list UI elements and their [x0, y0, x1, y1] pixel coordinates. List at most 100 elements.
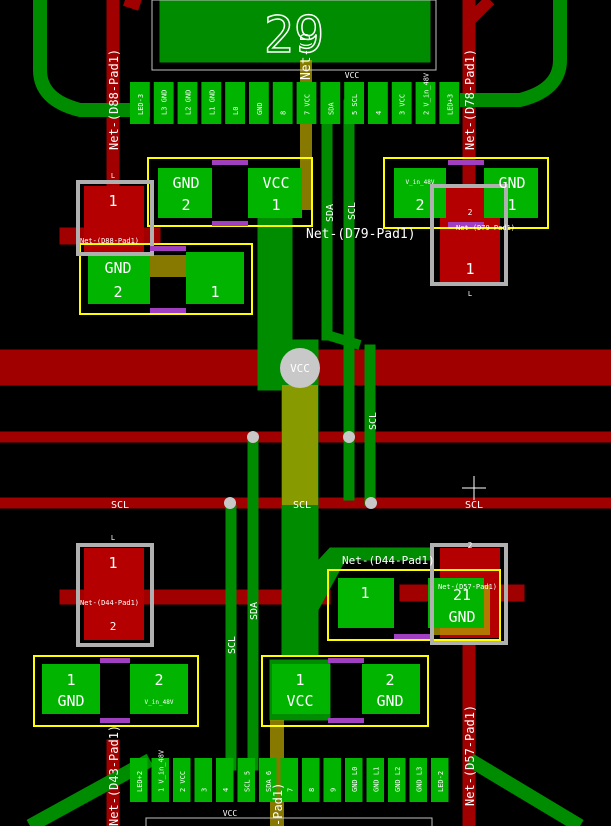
- ic-bottom-pin-pad[interactable]: [259, 758, 277, 802]
- ic-bottom-pin-pad[interactable]: [216, 758, 234, 802]
- ic-bottom-pin-pad[interactable]: [302, 758, 320, 802]
- cap-top-right-pad-gnd[interactable]: [484, 168, 538, 218]
- cap-top-left-pad-gnd[interactable]: [158, 168, 212, 218]
- pad-label-gnd: GND: [172, 174, 199, 192]
- ic-bottom-pin-pad[interactable]: [366, 758, 385, 802]
- ic-top-pin-pad[interactable]: [439, 82, 460, 124]
- ic-bottom-pin-pad[interactable]: [345, 758, 363, 802]
- silkscreen-ic-outlines: [145, 0, 437, 826]
- cap-bottom-mid-pad-vcc[interactable]: [272, 664, 330, 714]
- cap-top-left-pad-vcc[interactable]: [248, 168, 302, 218]
- pad-label-2: 2: [181, 196, 190, 214]
- front-copper-trace: [460, 0, 567, 107]
- diode-d88-pad2[interactable]: [84, 224, 144, 254]
- net-label-top-center: Net-(D: [299, 33, 314, 80]
- pad-label-2: 2: [385, 671, 394, 689]
- paste-strip: [100, 718, 130, 723]
- cap-d57-pad2[interactable]: [428, 578, 484, 628]
- ic-top-pin-pad[interactable]: [249, 82, 269, 124]
- ic-top-pin-pad[interactable]: [153, 82, 174, 124]
- ic-top-pin-pad[interactable]: [130, 82, 150, 124]
- diode-pad-label-l: L: [468, 290, 472, 298]
- diode-d88-pad1[interactable]: [84, 186, 144, 224]
- ic-bottom-pin-pad[interactable]: [237, 758, 256, 802]
- ic-bottom-pin-label: 7: [286, 788, 294, 792]
- diode-pad-label-2: 2: [110, 620, 117, 633]
- ic-top-pin-pad[interactable]: [391, 82, 412, 124]
- ic-bottom-pin-pad[interactable]: [151, 758, 170, 802]
- ic-bottom-pin-pad[interactable]: [280, 758, 299, 802]
- via[interactable]: [343, 431, 355, 443]
- ic-top-pin-label: L3 GND: [161, 90, 169, 115]
- ic-bottom-pin-label: 3: [200, 788, 208, 792]
- paste-strip: [150, 308, 186, 313]
- pad-label-gnd: GND: [104, 259, 131, 277]
- ic-bottom-pin-pad[interactable]: [194, 758, 213, 802]
- net-label-d79: Net-(D79-Pad1): [306, 227, 416, 242]
- cap-bottom-left-pad-vin[interactable]: [130, 664, 188, 714]
- cap-d44-pad1[interactable]: [338, 578, 394, 628]
- ic-top-pin-label: L1 GND: [208, 90, 216, 115]
- via[interactable]: [247, 431, 259, 443]
- ic-bottom-pin-pad[interactable]: [130, 758, 148, 802]
- ic-top-pin-pad[interactable]: [225, 82, 245, 124]
- ic-bottom-pin-pad[interactable]: [409, 758, 428, 802]
- courtyard-d79: [430, 184, 508, 286]
- via-vcc[interactable]: [280, 348, 320, 388]
- back-copper-trace: [123, 0, 142, 11]
- ic-top-pin-label: 3 VCC: [399, 94, 407, 115]
- ic-top-pin-label: SDA: [327, 102, 335, 115]
- front-pads: [42, 168, 538, 714]
- cap-top-right-pad2[interactable]: [394, 168, 446, 218]
- diode-d44-pad1[interactable]: [84, 548, 144, 594]
- diode-pad-label-2: 2: [468, 208, 473, 217]
- via[interactable]: [224, 497, 236, 509]
- ic-bottom-body-outline: [145, 817, 433, 826]
- ic-reference-number: 29: [264, 6, 324, 64]
- ic-bottom-pin-pad[interactable]: [388, 758, 406, 802]
- ic-bottom-pin-label: GND L1: [372, 767, 380, 792]
- paste-layer: [100, 160, 484, 723]
- pad-label-1: 1: [507, 196, 516, 214]
- ic-top-pin-label: 8: [280, 111, 288, 115]
- pad-label-1: 1: [271, 196, 280, 214]
- vias: [224, 348, 377, 509]
- diode-d44-pad2[interactable]: [84, 594, 144, 640]
- cap-d88-pad1[interactable]: [186, 252, 244, 304]
- ic-bottom-pin-label: GND L2: [394, 767, 402, 792]
- ic-top-pin-pad[interactable]: [320, 82, 341, 124]
- paste-strip: [448, 222, 484, 227]
- net-label-d78: Net-(D78-Pad1): [463, 49, 477, 150]
- ic-bottom-pin-pad[interactable]: [431, 758, 449, 802]
- ic-bottom-pin-pad[interactable]: [323, 758, 342, 802]
- diode-d79-pad1[interactable]: [440, 226, 500, 282]
- scl-label: SCL: [293, 500, 311, 511]
- sda-label: SDA: [325, 204, 336, 222]
- cap-d88-pad2[interactable]: [88, 252, 150, 304]
- ic-top-pin-pad[interactable]: [344, 82, 364, 124]
- ic-bottom-pin-pad[interactable]: [173, 758, 191, 802]
- via[interactable]: [365, 497, 377, 509]
- cap-bottom-mid-pad-gnd[interactable]: [362, 664, 420, 714]
- net-label-bottom-center: -Pad1): [271, 783, 285, 826]
- courtyard-layer: [76, 180, 508, 647]
- ic-top-pin-pad[interactable]: [272, 82, 293, 124]
- net-label-d88: Net-(D88-Pad1): [107, 49, 121, 150]
- ic-top-pin-pad[interactable]: [368, 82, 388, 124]
- ic-top-pin-pad[interactable]: [177, 82, 198, 124]
- via-vcc-label: VCC: [290, 362, 310, 375]
- ic-bottom-pin-label: SCL 5: [243, 771, 251, 792]
- ic-top-pin-label: GND: [256, 102, 264, 115]
- diode-pad-label-2: 2: [468, 541, 473, 550]
- net-label-d88-small: Net-(D88-Pad1): [80, 237, 139, 245]
- ic-top-pin-label: LED-3: [137, 94, 145, 115]
- pad-label-gnd: GND: [498, 174, 525, 192]
- ic-top-pin-label: LED+3: [446, 94, 454, 115]
- ic-top-pin-pad[interactable]: [201, 82, 222, 124]
- ic-top-pin-pad[interactable]: [296, 82, 317, 124]
- cap-bottom-left-pad-gnd[interactable]: [42, 664, 100, 714]
- ic-top-pin-pad[interactable]: [415, 82, 436, 124]
